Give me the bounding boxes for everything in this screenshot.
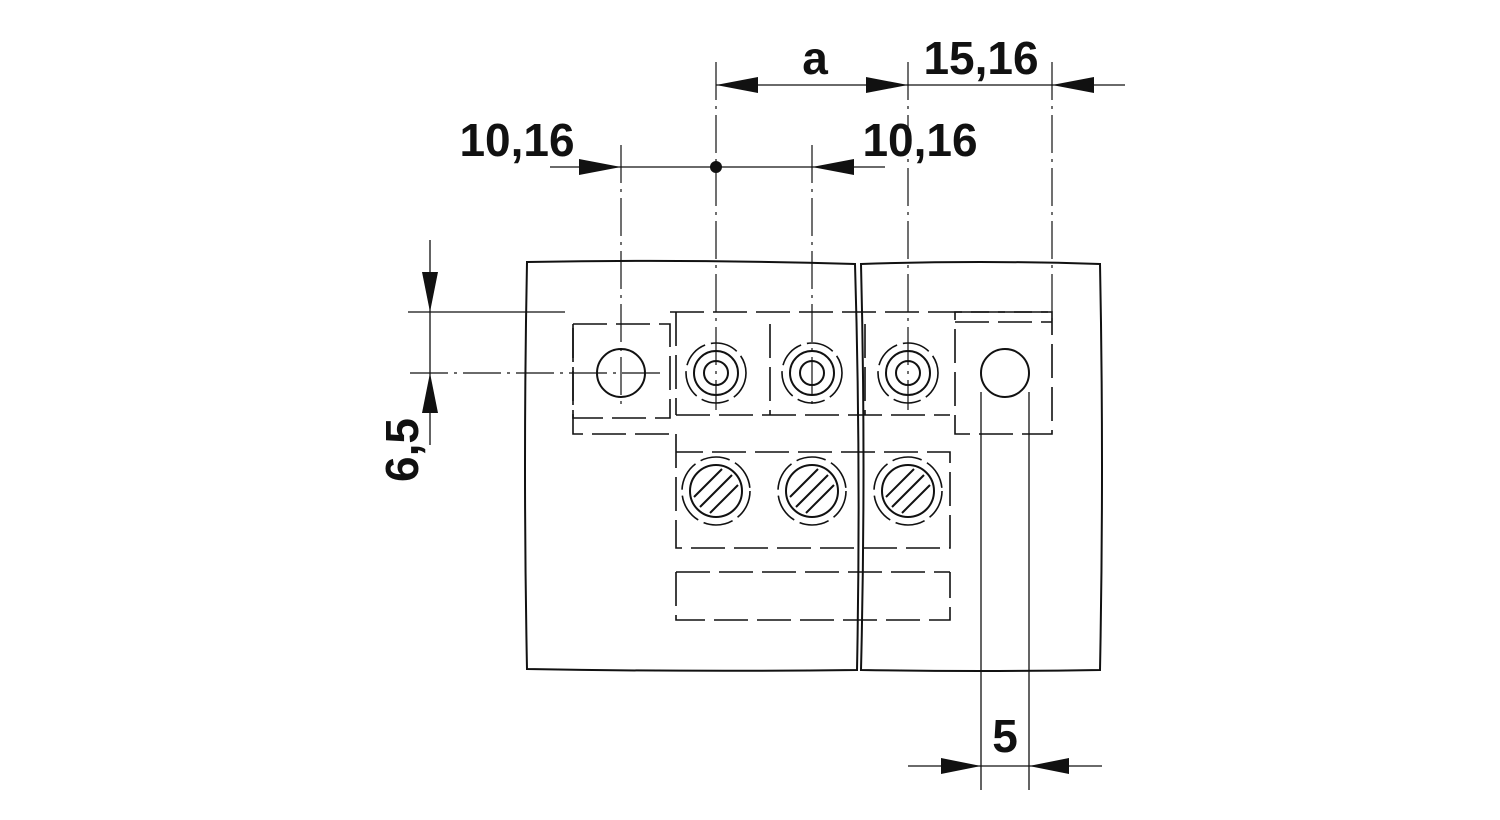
dim-label-a: a — [802, 32, 828, 84]
centerlines — [410, 62, 1053, 410]
dim-label-hole-spacing: 5 — [992, 710, 1018, 762]
screw-1 — [681, 456, 751, 526]
hidden-lines — [572, 311, 1053, 621]
screws — [681, 456, 943, 526]
dim-label-pitch-left: 10,16 — [459, 114, 574, 166]
dim-label-height: 6,5 — [376, 418, 428, 482]
screw-3 — [873, 456, 943, 526]
left-module-outline — [524, 259, 860, 672]
housing-outline — [524, 259, 1103, 672]
dimension-lines — [408, 77, 1125, 790]
dimension-labels: a 15,16 10,16 10,16 6,5 5 — [376, 32, 1039, 762]
dim-label-end-offset: 15,16 — [923, 32, 1038, 84]
right-mounting-hole — [980, 348, 1030, 398]
dim-label-pitch-right: 10,16 — [862, 114, 977, 166]
mounting-holes — [596, 348, 1030, 398]
right-module-outline — [859, 261, 1103, 672]
screw-2 — [777, 456, 847, 526]
